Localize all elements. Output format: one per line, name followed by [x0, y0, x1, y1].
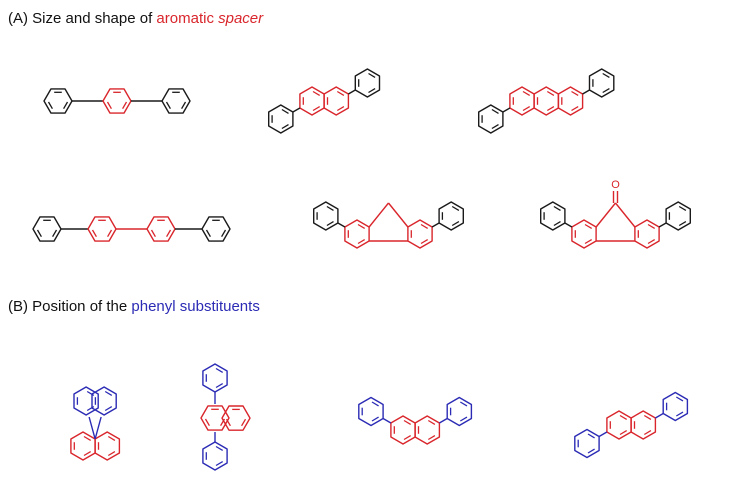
ring-spacer-fluorene — [407, 219, 433, 249]
ring-spacer-naphthalene — [606, 410, 632, 440]
section-a-highlight-aromatic: aromatic — [156, 10, 214, 27]
ring-spacer-naphthalene — [70, 431, 96, 461]
ring-phenyl — [446, 396, 473, 427]
ring-spacer-anthracene — [557, 86, 584, 116]
ring-phenyl-bond — [337, 222, 346, 228]
bond — [614, 202, 636, 228]
ring-phenyl — [358, 396, 384, 427]
ring-spacer-fluorenone — [571, 219, 597, 249]
ring-spacer-naphthalene — [221, 405, 251, 431]
section-b-heading: (B) Position of the phenyl substituents — [8, 298, 260, 315]
ring-phenyl-bond — [564, 222, 573, 228]
ring-phenyl — [73, 386, 99, 416]
ring-phenyl-bond — [94, 416, 102, 440]
ring-spacer-naphthalene — [323, 86, 350, 116]
ring-spacer-naphthalene — [630, 410, 657, 440]
ring-phenyl-bond — [658, 222, 667, 228]
ring-phenyl — [354, 68, 381, 98]
ring-spacer-benzene — [146, 216, 176, 242]
ring-phenyl — [161, 88, 191, 114]
ring-phenyl-bond — [382, 417, 392, 424]
ring-phenyl-bond — [88, 416, 96, 440]
ring-phenyl — [201, 216, 231, 242]
ring-phenyl — [32, 216, 62, 242]
ring-phenyl — [202, 441, 228, 471]
section-b-prefix: (B) Position of the — [8, 298, 132, 315]
ring-spacer-fluorenone — [634, 219, 660, 249]
ring-phenyl — [574, 428, 600, 459]
ring-spacer-naphthalene — [94, 431, 121, 461]
section-b-highlight-phenyl: phenyl substituents — [131, 298, 260, 315]
ring-phenyl-bond — [655, 412, 664, 419]
ring-phenyl — [662, 391, 689, 422]
bond — [368, 202, 390, 228]
ring-phenyl-bond — [439, 417, 448, 424]
ring-phenyl-bond — [582, 89, 590, 95]
bond — [595, 202, 617, 228]
ring-spacer-naphthalene — [299, 86, 325, 116]
ring-spacer-benzene — [102, 88, 132, 114]
ring-spacer-naphthalene — [200, 405, 230, 431]
bond — [387, 202, 409, 228]
ring-spacer-anthracene — [509, 86, 535, 116]
ring-phenyl — [313, 201, 339, 231]
ring-spacer-naphthalene — [390, 415, 416, 445]
ring-phenyl — [588, 68, 615, 98]
ring-phenyl-bond — [348, 89, 356, 95]
carbonyl-oxygen-label: O — [611, 179, 620, 191]
ring-phenyl — [202, 363, 228, 393]
ring-spacer-benzene — [87, 216, 117, 242]
ring-phenyl — [268, 104, 294, 134]
ring-phenyl — [665, 201, 691, 231]
ring-spacer-fluorene — [344, 219, 370, 249]
ring-phenyl — [438, 201, 464, 231]
section-a-heading: (A) Size and shape of aromatic spacer — [8, 10, 263, 27]
ring-phenyl — [540, 201, 566, 231]
section-a-prefix: (A) Size and shape of — [8, 10, 157, 27]
ring-phenyl-bond — [598, 431, 608, 438]
ring-phenyl-bond — [431, 222, 440, 228]
ring-phenyl — [91, 386, 117, 416]
ring-spacer-anthracene — [533, 86, 560, 116]
ring-phenyl — [43, 88, 73, 114]
ring-spacer-naphthalene — [414, 415, 441, 445]
ring-phenyl — [478, 104, 504, 134]
ring-phenyl-bond — [502, 107, 511, 113]
ring-phenyl-bond — [292, 107, 301, 113]
section-a-highlight-spacer: spacer — [218, 10, 264, 27]
